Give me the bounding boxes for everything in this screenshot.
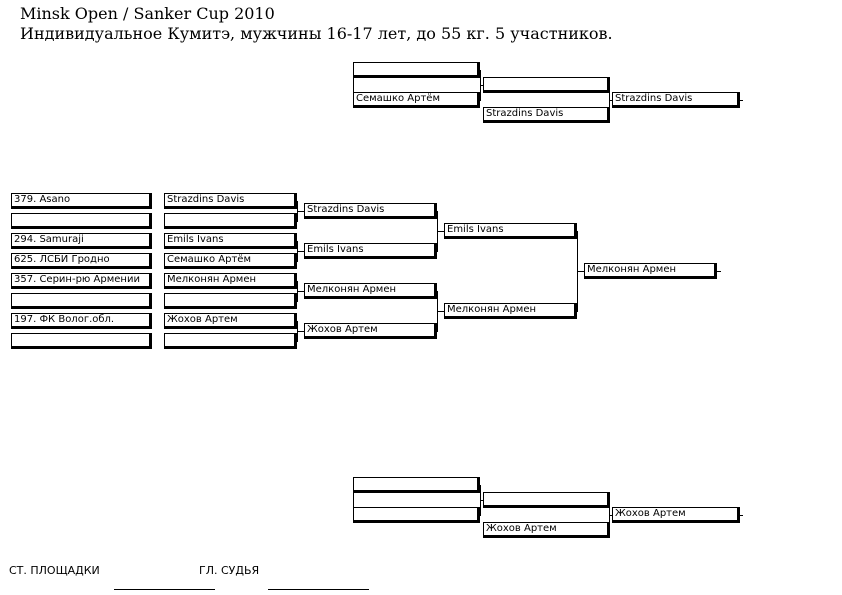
- entry-slot: 294. Samuraji: [11, 233, 152, 249]
- entry-slot: 379. Asano: [11, 193, 152, 209]
- connector: [577, 271, 584, 272]
- rep-top-r1-slot-2: Семашко Артём: [353, 92, 480, 108]
- rep-bottom-r2-slot-2: Жохов Артем: [483, 522, 610, 538]
- round1-slot: Мелконян Армен: [164, 273, 297, 289]
- connector: [480, 85, 483, 86]
- entry-slot: 197. ФК Волог.обл.: [11, 313, 152, 329]
- entry-slot: 357. Серин-рю Армении: [11, 273, 152, 289]
- connector: [437, 231, 444, 232]
- round1-slot: [164, 333, 297, 349]
- rep-bottom-r2-slot-1: [483, 492, 610, 508]
- page-title: Minsk Open / Sanker Cup 2010: [20, 4, 275, 23]
- round1-slot: [164, 213, 297, 229]
- entry-slot: [11, 293, 152, 309]
- chief-judge-signature-line: [268, 589, 369, 590]
- entry-slot: [11, 333, 152, 349]
- rep-top-r2-slot-1: [483, 77, 610, 93]
- connector: [297, 331, 304, 332]
- rep-bottom-r1-slot-2: [353, 507, 480, 523]
- semi-slot: Мелконян Армен: [444, 303, 577, 319]
- round1-slot: Семашко Артём: [164, 253, 297, 269]
- connector: [716, 271, 721, 272]
- connector: [739, 100, 743, 101]
- entry-slot: [11, 213, 152, 229]
- round2-slot: Жохов Артем: [304, 323, 437, 339]
- connector: [739, 515, 743, 516]
- round2-slot: Мелконян Армен: [304, 283, 437, 299]
- connector: [353, 70, 354, 101]
- connector: [353, 485, 354, 516]
- rep-bottom-r1-slot-1: [353, 477, 480, 493]
- round2-slot: Strazdins Davis: [304, 203, 437, 219]
- connector: [480, 500, 483, 501]
- rep-top-r2-slot-2: Strazdins Davis: [483, 107, 610, 123]
- connector: [609, 515, 612, 516]
- page-subtitle: Индивидуальное Кумитэ, мужчины 16-17 лет…: [20, 24, 613, 43]
- final-winner: Мелконян Армен: [584, 263, 717, 279]
- round1-slot: Strazdins Davis: [164, 193, 297, 209]
- rep-top-r1-slot-1: [353, 62, 480, 78]
- rep-top-winner: Strazdins Davis: [612, 92, 740, 108]
- connector: [297, 251, 304, 252]
- connector: [297, 211, 304, 212]
- round1-slot: Emils Ivans: [164, 233, 297, 249]
- entry-slot: 625. ЛСБИ Гродно: [11, 253, 152, 269]
- round1-slot: [164, 293, 297, 309]
- connector: [437, 311, 444, 312]
- connector: [297, 291, 304, 292]
- chief-judge-label: ГЛ. СУДЬЯ: [199, 564, 260, 577]
- round1-slot: Жохов Артем: [164, 313, 297, 329]
- rep-bottom-winner: Жохов Артем: [612, 507, 740, 523]
- semi-slot: Emils Ivans: [444, 223, 577, 239]
- round2-slot: Emils Ivans: [304, 243, 437, 259]
- connector: [609, 100, 612, 101]
- site-chief-signature-line: [114, 589, 215, 590]
- site-chief-label: СТ. ПЛОЩАДКИ: [9, 564, 100, 577]
